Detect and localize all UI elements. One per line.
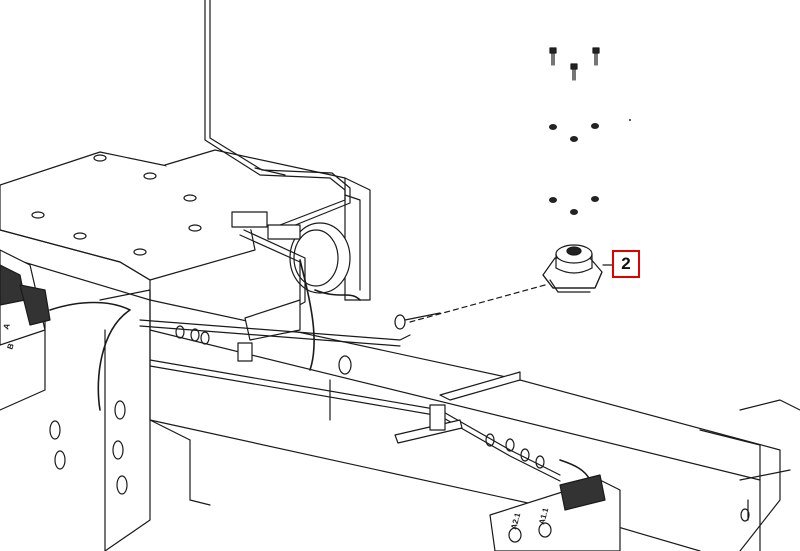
right-connector-plate bbox=[489, 474, 621, 551]
screws bbox=[549, 47, 600, 81]
frame-rail bbox=[149, 299, 800, 551]
washers bbox=[549, 119, 631, 142]
label-left-b: B bbox=[5, 342, 16, 351]
part-2-mount bbox=[542, 244, 603, 293]
label-left-a: A bbox=[1, 322, 12, 331]
assembly-dash-line bbox=[409, 284, 546, 323]
left-connector-plate bbox=[0, 249, 51, 346]
mid-bracket bbox=[237, 342, 521, 444]
pipe-line bbox=[139, 312, 561, 482]
nuts bbox=[549, 196, 599, 215]
pipe-clamps bbox=[231, 211, 301, 341]
label-right-a2: A2.1 bbox=[509, 511, 522, 530]
callout-number-2: 2 bbox=[612, 250, 640, 278]
callout-number-text: 2 bbox=[621, 254, 631, 273]
label-right-a1: A1.1 bbox=[537, 506, 550, 525]
